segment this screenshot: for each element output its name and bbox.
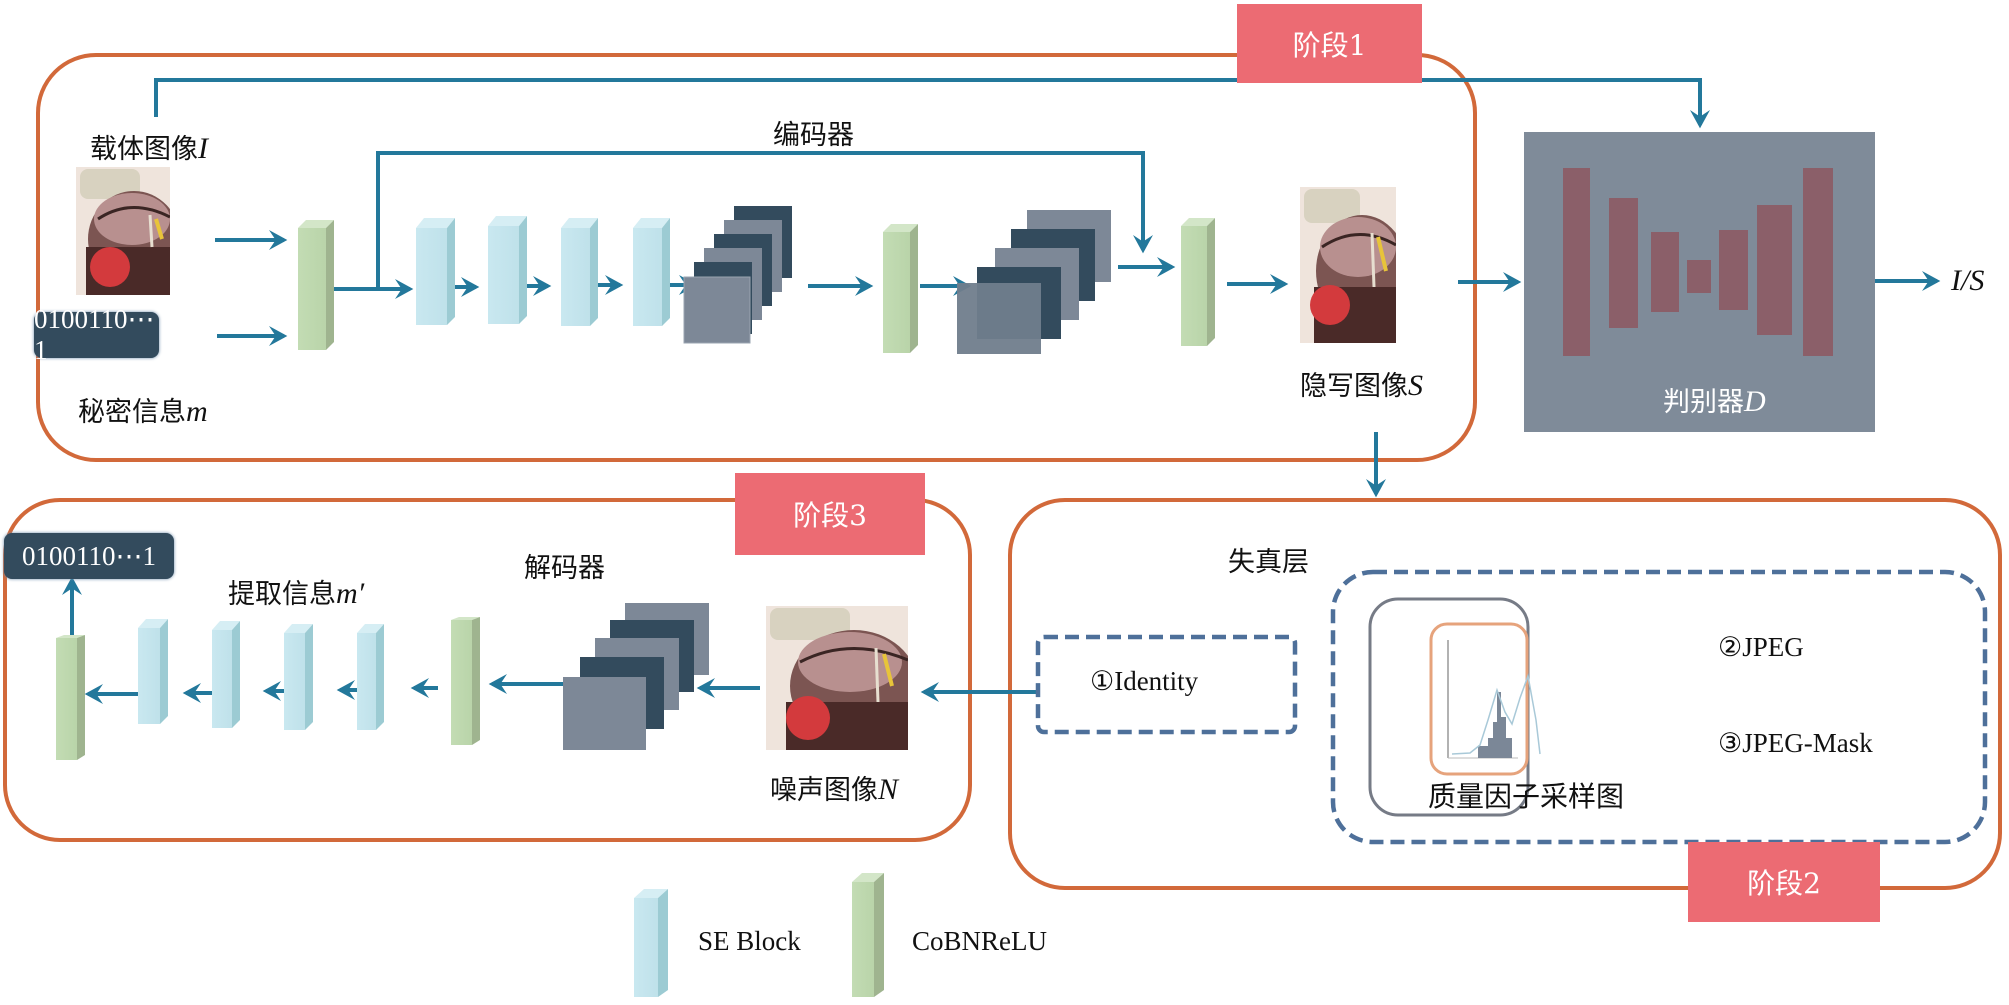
encoder-skip-connection-arrow [376,151,1153,289]
decoder-title: 解码器 [524,553,605,584]
encoder-feature-maps-1 [683,206,792,344]
encoder-se-block-2 [488,216,527,324]
identity-option: ①Identity [1090,666,1199,696]
cover-to-discriminator-arrow [154,78,1710,129]
mini-chart-bars [1478,692,1512,758]
noise-image-label-text: 噪声图像 [770,775,878,806]
decoder-se-block-2 [284,624,313,730]
decoder-se-block-1 [357,624,384,730]
legend-se-block-label: SE Block [698,926,801,956]
jpeg-mask-option: ③JPEG-Mask [1718,728,1873,758]
cover-image-symbol: I [198,132,208,165]
discriminator-layers [1563,168,1833,356]
discriminator-output-label: I/S [1951,264,1984,298]
noise-image-label: 噪声图像N [770,768,898,807]
extracted-message-label-text: 提取信息 [228,579,336,610]
stage3-badge: 阶段3 [735,473,925,555]
stego-image-thumbnail [1300,187,1396,343]
legend-cobnrelu-label: CoBNReLU [912,926,1047,956]
stage1-badge: 阶段1 [1237,4,1422,83]
secret-message-label: 秘密信息m [78,390,208,429]
stage2-badge: 阶段2 [1688,842,1880,922]
decoder-cobnrelu-block-2 [56,635,85,760]
quality-factor-mini-chart [1447,640,1541,759]
secret-message-symbol: m [186,395,208,428]
discriminator-label-text: 判别器 [1663,387,1744,418]
stego-image-label-text: 隐写图像 [1300,371,1408,402]
legend-se-block-icon [634,889,668,997]
encoder-se-block-4 [633,218,670,326]
stego-image-symbol: S [1408,369,1423,402]
encoder-cobnrelu-block-2 [883,224,918,353]
decoder-feature-maps [563,603,709,750]
discriminator-label: 判别器D [1663,380,1766,419]
encoder-se-block-3 [561,218,598,326]
sampling-caption: 质量因子采样图 [1428,780,1625,813]
extracted-message-bits: 0100110⋯1 [4,533,174,579]
cover-image-label-text: 载体图像 [90,134,198,165]
discriminator-output-symbol: I/S [1951,264,1985,297]
noise-image-symbol: N [878,773,899,806]
distortion-title: 失真层 [1228,547,1309,578]
encoder-cobnrelu-block-1 [298,220,334,350]
encoder-title: 编码器 [773,120,854,151]
encoder-se-block-1 [416,218,455,325]
legend-cobnrelu-icon [852,873,884,997]
identity-dashed-box [1035,634,1298,735]
stage3-box [3,498,972,842]
cover-image-label: 载体图像I [90,127,208,166]
jpeg-option: ②JPEG [1718,632,1804,662]
secret-message-label-text: 秘密信息 [78,397,186,428]
decoder-se-block-4 [138,619,168,724]
jpeg-group-dashed-box [1330,569,1988,845]
decoder-se-block-3 [212,621,240,728]
extracted-message-label: 提取信息m′ [228,572,364,611]
encoder-cobnrelu-block-3 [1181,218,1215,346]
stage1-box [36,53,1477,462]
extracted-message-symbol: m′ [336,577,365,610]
discriminator-symbol: D [1744,385,1766,418]
noise-image-thumbnail [766,606,908,750]
secret-message-bits: 0100110⋯1 [34,304,159,365]
encoder-feature-maps-2 [957,210,1111,354]
stego-image-label: 隐写图像S [1300,364,1423,403]
decoder-cobnrelu-block-1 [451,617,480,745]
cover-image-thumbnail [76,167,170,295]
